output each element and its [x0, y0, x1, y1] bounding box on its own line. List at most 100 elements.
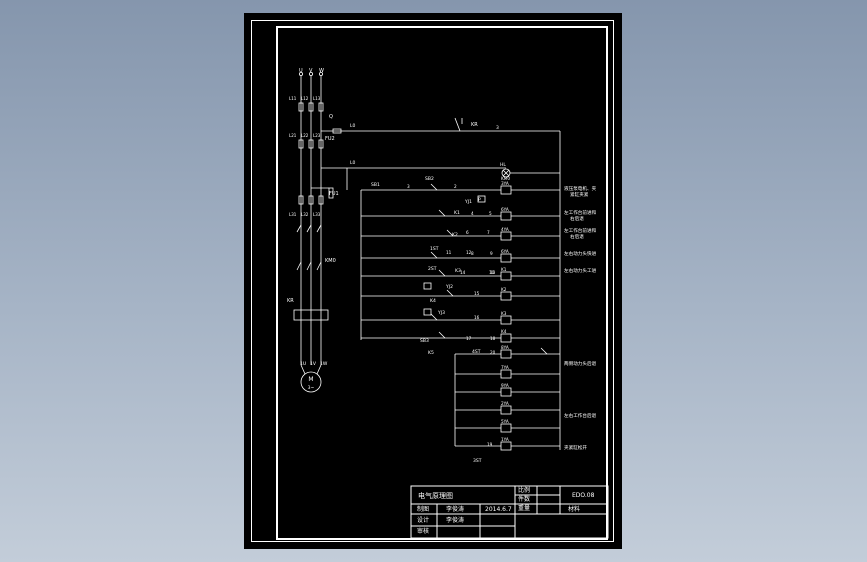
contact-label-sb3: SB3	[420, 338, 429, 344]
drawing-sheet	[244, 13, 622, 549]
schematic-wires	[300, 76, 561, 450]
motor-lead	[316, 364, 322, 375]
rung-description: 左工作台前进和右后退	[564, 209, 597, 222]
fuse	[318, 139, 324, 149]
contact-label-1st: 1ST	[430, 246, 439, 252]
coil	[500, 349, 512, 359]
coil-label: 8YA	[501, 345, 509, 350]
phase-terminal	[318, 72, 323, 77]
coil-label: K3	[501, 311, 507, 316]
title-block-reviewer-label: 审核	[417, 528, 430, 535]
coil-label: KM0	[501, 176, 510, 181]
rung-description: 左工作台前进和右后退	[564, 227, 597, 240]
wire-label: L0	[350, 160, 356, 166]
motor-terminal-label: 1U	[300, 361, 306, 367]
phase-label: U	[299, 68, 303, 74]
pressure-switch	[423, 282, 432, 290]
rung-description: 左右工作台后退	[564, 412, 597, 419]
rung-description: 左右动力头快进	[564, 250, 597, 257]
wire-number: 20	[490, 350, 496, 355]
coil	[500, 231, 512, 241]
coil	[500, 271, 512, 281]
pressure-switch	[477, 195, 486, 203]
contact-label-k1: K1	[454, 210, 460, 216]
title-block-count-label: 件数	[518, 496, 531, 503]
fuse	[318, 102, 324, 112]
coil-label: K2	[501, 287, 507, 292]
control-fuse	[332, 128, 342, 134]
contact-label-2st: 2ST	[428, 266, 437, 272]
wire-number: 15	[474, 291, 480, 296]
motor-terminal-label: 1V	[310, 361, 317, 367]
wire-number: 11	[446, 250, 452, 255]
contact	[446, 289, 454, 297]
drawing-border-outer	[251, 20, 614, 542]
fuse	[318, 195, 324, 205]
lamp-label: HL	[500, 162, 506, 168]
coil-label: 6YA	[501, 207, 509, 212]
wire-number: 5	[489, 211, 492, 216]
coil-label: 5YA	[501, 419, 509, 424]
contact-label-k5: K5	[428, 350, 434, 356]
kr-contact	[454, 117, 461, 132]
motor-terminal-label: 1W	[320, 361, 328, 367]
title-block-date: 2014.6.7	[485, 506, 512, 513]
fuse-label: L13	[313, 96, 321, 101]
contact	[430, 183, 438, 191]
title-block-drawing-number: EDO.08	[572, 492, 595, 499]
kr-contact-label: KR	[471, 122, 478, 128]
contactor-contact	[306, 224, 312, 233]
wire-number: 7	[487, 230, 490, 235]
phase-label: V	[309, 68, 313, 74]
wire-number: 3	[407, 184, 410, 189]
thermal-relay-label: KR	[287, 298, 294, 304]
contactor-contact	[296, 261, 302, 271]
contact-label-k3: K3	[455, 268, 461, 274]
fuse-label: L11	[289, 96, 297, 101]
contact	[430, 251, 438, 259]
contact	[540, 347, 548, 355]
lamp-cross	[502, 169, 510, 177]
title-block-ratio-label: 比例	[518, 487, 531, 494]
contact-label-p: P	[478, 197, 481, 203]
coil-label: 2YA	[501, 401, 509, 406]
contactor-contact	[296, 224, 302, 233]
fuse	[308, 195, 314, 205]
title-block-drafter-name: 李俊涛	[446, 506, 465, 513]
phase-label: W	[319, 68, 324, 74]
thermal-relay	[293, 309, 329, 321]
contact	[438, 331, 446, 339]
pressure-switch	[423, 308, 432, 316]
fuse-group-label: FU2	[325, 136, 335, 142]
contactor-contact	[306, 261, 312, 271]
coil-label: 1YA	[501, 437, 509, 442]
coil	[500, 405, 512, 415]
coil-label: K4	[501, 329, 507, 334]
breaker-label: Q	[329, 114, 333, 120]
rung-description: 夹紧缸松开	[564, 444, 587, 451]
coil	[500, 211, 512, 221]
motor-lead	[300, 364, 306, 375]
fuse	[298, 139, 304, 149]
wire-number: 14	[460, 270, 466, 275]
coil	[500, 423, 512, 433]
contact-label-yj2: YJ2	[445, 284, 453, 290]
rung-description: 两侧动力头后退	[564, 360, 597, 367]
coil-label: 9YA	[501, 383, 509, 388]
fuse	[308, 102, 314, 112]
motor-sub-label: 3~	[308, 385, 315, 391]
phase-terminal	[298, 72, 303, 77]
title-block-weight-label: 重量	[518, 505, 531, 512]
coil	[500, 291, 512, 301]
motor	[300, 371, 322, 393]
fuse	[308, 139, 314, 149]
coil	[500, 387, 512, 397]
wire-number: 8	[471, 251, 474, 256]
fuse-group-label: FU1	[329, 191, 339, 197]
fu1-fuse	[328, 187, 334, 199]
coil	[500, 253, 512, 263]
indicator-lamp	[501, 168, 511, 178]
contact-label-3st: 3ST	[473, 458, 482, 464]
